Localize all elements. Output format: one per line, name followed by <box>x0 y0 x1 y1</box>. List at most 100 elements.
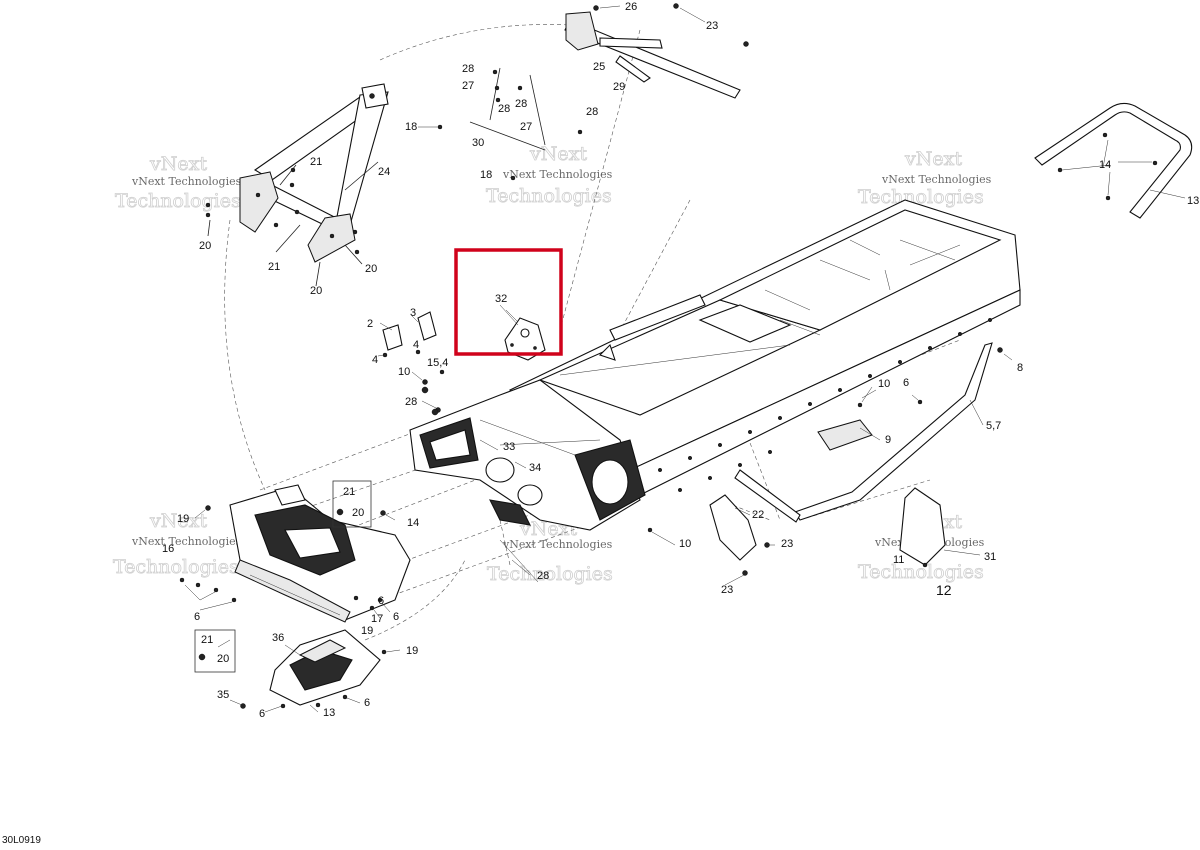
callout-4: 4 <box>413 339 419 351</box>
callout-23: 23 <box>721 584 733 596</box>
callout-20: 20 <box>365 263 377 275</box>
callout-21: 21 <box>343 486 355 498</box>
callout-28: 28 <box>586 106 598 118</box>
callout-19: 19 <box>177 513 189 525</box>
callout-21: 21 <box>201 634 213 646</box>
callout-27: 27 <box>520 121 532 133</box>
callout-15-4: 15,4 <box>427 357 448 369</box>
callout-leader-lines <box>229 139 1109 713</box>
callout-20: 20 <box>217 653 229 665</box>
callout-6: 6 <box>194 611 200 623</box>
callout-28: 28 <box>462 63 474 75</box>
front-bulkhead <box>229 484 411 623</box>
callout-14: 14 <box>407 517 419 529</box>
callout-18: 18 <box>480 169 492 181</box>
callout-box-upper <box>332 480 372 528</box>
callout-23: 23 <box>706 20 718 32</box>
callout-20: 20 <box>199 240 211 252</box>
svg-text:vNext: vNext <box>149 510 207 532</box>
callout-19: 19 <box>406 645 418 657</box>
callout-8: 8 <box>1017 362 1023 374</box>
callout-6: 6 <box>364 697 370 709</box>
callout-13: 13 <box>1187 195 1199 207</box>
highlight-frame <box>454 248 563 356</box>
callout-28: 28 <box>515 98 527 110</box>
callout-24: 24 <box>378 166 390 178</box>
callout-18: 18 <box>405 121 417 133</box>
lower-front-pan <box>240 629 387 709</box>
callout-10: 10 <box>878 378 890 390</box>
callout-6: 6 <box>378 595 384 607</box>
svg-text:vNext Technologies: vNext Technologies <box>131 535 242 548</box>
svg-text:vNext Technologies: vNext Technologies <box>131 175 242 188</box>
callout-32: 32 <box>495 293 507 305</box>
callout-16: 16 <box>162 543 174 555</box>
footrest-bracket <box>817 389 923 451</box>
callout-6: 6 <box>903 377 909 389</box>
side-plate-31 <box>899 487 981 568</box>
callout-31: 31 <box>984 551 996 563</box>
svg-text:Technologies: Technologies <box>858 561 984 583</box>
svg-text:vNext Technologies: vNext Technologies <box>502 538 613 551</box>
svg-text:Technologies: Technologies <box>858 186 984 208</box>
watermark-bottom-center: vNext vNext Technologies Technologies <box>487 518 614 586</box>
callout-28: 28 <box>537 570 549 582</box>
callout-19: 19 <box>361 625 373 637</box>
callout-5-7: 5,7 <box>986 420 1001 432</box>
callout-6: 6 <box>393 611 399 623</box>
bracket-part-32 <box>504 309 546 361</box>
callout-17: 17 <box>371 613 383 625</box>
callout-29: 29 <box>613 81 625 93</box>
callout-10: 10 <box>398 366 410 378</box>
callout-25: 25 <box>593 61 605 73</box>
steering-column-assembly <box>418 3 749 181</box>
running-board-rail <box>734 342 1013 523</box>
svg-text:Technologies: Technologies <box>487 563 613 585</box>
callout-35: 35 <box>217 689 229 701</box>
fasteners-lower-left <box>179 386 439 648</box>
callout-3: 3 <box>410 307 416 319</box>
main-tunnel <box>509 199 1021 496</box>
svg-text:vNext: vNext <box>149 153 207 175</box>
callout-11: 11 <box>893 554 904 566</box>
callout-28: 28 <box>405 396 417 408</box>
svg-text:Technologies: Technologies <box>115 190 241 212</box>
steering-support-assembly <box>205 83 389 287</box>
svg-text:vNext Technologies: vNext Technologies <box>881 173 992 186</box>
svg-text:Technologies: Technologies <box>486 185 612 207</box>
callout-23: 23 <box>781 538 793 550</box>
callout-21: 21 <box>310 156 322 168</box>
svg-text:vNext: vNext <box>904 148 962 170</box>
callout-9: 9 <box>885 434 891 446</box>
callout-14: 14 <box>1099 159 1111 171</box>
callout-30: 30 <box>472 137 484 149</box>
callout-21: 21 <box>268 261 280 273</box>
rear-bumper <box>1034 102 1193 219</box>
callout-27: 27 <box>462 80 474 92</box>
front-frame <box>409 379 646 531</box>
callout-36: 36 <box>272 632 284 644</box>
callout-20: 20 <box>310 285 322 297</box>
callout-10: 10 <box>679 538 691 550</box>
callout-labels: 26 23 25 29 28 27 28 28 28 27 18 30 18 2… <box>162 1 1199 720</box>
watermark-top-right: vNext vNext Technologies Technologies <box>858 148 992 209</box>
small-mount-parts <box>377 311 445 413</box>
callout-26: 26 <box>625 1 637 13</box>
callout-12: 12 <box>936 582 952 598</box>
callout-13: 13 <box>323 707 335 719</box>
watermark-top-center: vNext vNext Technologies Technologies <box>486 143 613 208</box>
watermark-top-left: vNext vNext Technologies Technologies <box>115 153 242 213</box>
svg-text:Technologies: Technologies <box>113 556 239 578</box>
callout-20: 20 <box>352 507 364 519</box>
watermark-bottom-left: vNext vNext Technologies Technologies <box>113 510 242 579</box>
callout-6: 6 <box>259 708 265 720</box>
side-plate-22 <box>647 494 770 576</box>
figure-reference-code: 30L0919 <box>2 835 41 845</box>
callout-28: 28 <box>498 103 510 115</box>
tunnel-rivet-row <box>657 317 993 493</box>
svg-text:vNext: vNext <box>529 143 587 165</box>
callout-34: 34 <box>529 462 541 474</box>
callout-box-lower <box>194 629 236 673</box>
